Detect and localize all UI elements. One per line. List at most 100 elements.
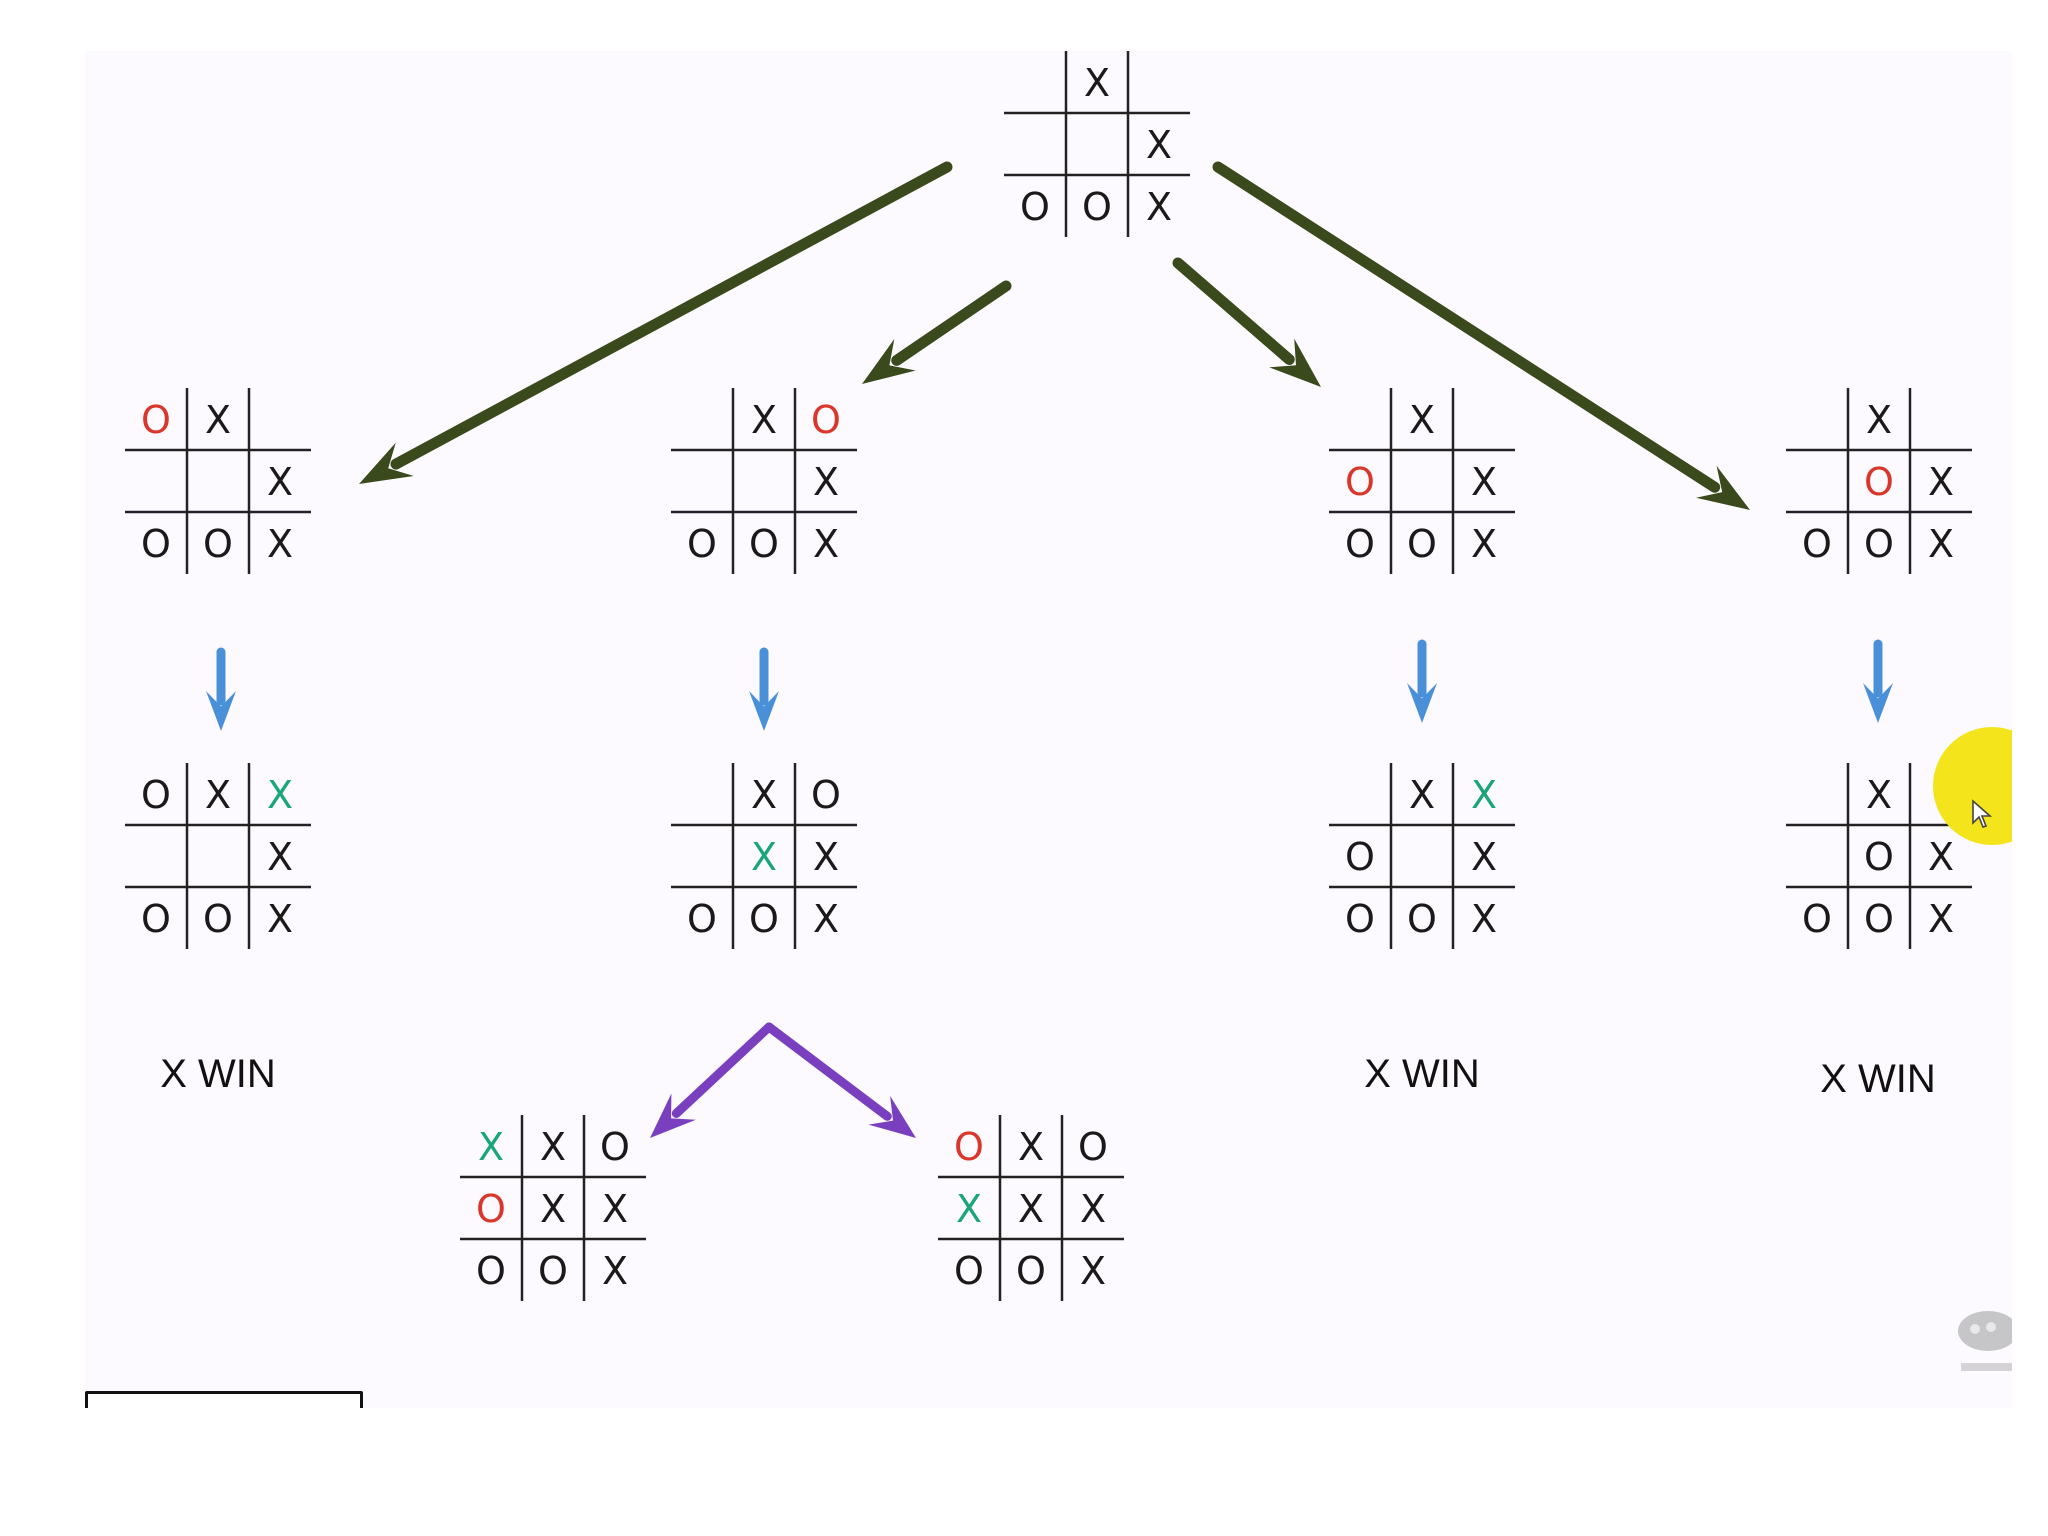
arrow-level1-a-to-level2-a xyxy=(206,647,236,731)
arrow-head xyxy=(1407,683,1437,723)
cell-mark: X xyxy=(813,460,839,504)
cell-mark: O xyxy=(749,897,779,941)
cell-mark: X xyxy=(1080,1187,1106,1231)
board-grid xyxy=(125,388,311,574)
cell-mark: X xyxy=(1928,897,1954,941)
cell-mark: X xyxy=(956,1187,982,1231)
board-grid xyxy=(1004,51,1190,237)
cell-mark: O xyxy=(476,1187,506,1231)
cell-mark: X xyxy=(813,835,839,879)
cell-mark: O xyxy=(1802,522,1832,566)
cell-mark: X xyxy=(751,835,777,879)
cell-mark: X xyxy=(1471,773,1497,817)
arrow-head xyxy=(359,442,414,484)
cell-mark: X xyxy=(1866,773,1892,817)
logo-watermark-icon xyxy=(1958,1311,2012,1371)
arrow-shaft xyxy=(390,161,953,470)
cell-mark: X xyxy=(205,773,231,817)
arrow-level2-b-to-level3-b xyxy=(764,1022,916,1138)
cell-mark: O xyxy=(1864,460,1894,504)
cell-mark: O xyxy=(141,522,171,566)
cell-mark: O xyxy=(1078,1125,1108,1169)
cell-mark: X xyxy=(1146,185,1172,229)
cell-mark: X xyxy=(267,522,293,566)
cell-mark: O xyxy=(203,522,233,566)
board-grid xyxy=(125,763,311,949)
arrow-level1-c-to-level2-c xyxy=(1407,639,1437,723)
cell-mark: X xyxy=(1928,460,1954,504)
cell-mark: O xyxy=(1345,897,1375,941)
arrow-head xyxy=(1863,683,1893,723)
cell-mark: O xyxy=(476,1249,506,1293)
cell-mark: X xyxy=(478,1125,504,1169)
cell-mark: X xyxy=(540,1187,566,1231)
board-grid xyxy=(938,1115,1124,1301)
arrow-shaft xyxy=(1172,257,1295,365)
cell-mark: O xyxy=(1020,185,1050,229)
cell-mark: X xyxy=(1471,835,1497,879)
cell-mark: X xyxy=(1018,1125,1044,1169)
arrow-head xyxy=(206,691,236,731)
arrow-head xyxy=(862,339,916,384)
win-label-level2-a: X WIN xyxy=(160,1052,276,1096)
cell-mark: X xyxy=(267,835,293,879)
cell-mark: O xyxy=(1345,522,1375,566)
cell-mark: X xyxy=(1080,1249,1106,1293)
arrow-root-to-level1-d xyxy=(1212,161,1750,510)
arrow-level2-b-to-level3-a xyxy=(650,1022,774,1138)
cell-mark: X xyxy=(1409,398,1435,442)
cell-mark: O xyxy=(954,1249,984,1293)
win-label-level3-a: X WIN xyxy=(495,1404,611,1408)
cell-mark: X xyxy=(1084,61,1110,105)
arrow-head xyxy=(1696,465,1750,510)
cell-mark: X xyxy=(267,460,293,504)
cell-mark: O xyxy=(1082,185,1112,229)
cell-mark: X xyxy=(205,398,231,442)
cell-mark: X xyxy=(751,398,777,442)
cell-mark: O xyxy=(1016,1249,1046,1293)
cell-mark: X xyxy=(1928,522,1954,566)
cell-mark: O xyxy=(1407,897,1437,941)
cell-mark: O xyxy=(1345,460,1375,504)
edges-layer xyxy=(206,161,1893,1138)
cell-mark: O xyxy=(203,897,233,941)
cell-mark: O xyxy=(1407,522,1437,566)
cell-mark: O xyxy=(538,1249,568,1293)
cell-mark: X xyxy=(813,897,839,941)
cell-mark: X xyxy=(751,773,777,817)
arrow-root-to-level1-b xyxy=(862,280,1012,384)
win-label-level2-d: X WIN xyxy=(1820,1057,1936,1101)
cell-mark: X xyxy=(1471,522,1497,566)
cell-mark: O xyxy=(141,897,171,941)
arrow-shaft xyxy=(764,1022,892,1121)
cell-mark: O xyxy=(749,522,779,566)
cell-mark: O xyxy=(687,897,717,941)
arrow-level1-b-to-level2-b xyxy=(749,647,779,731)
cell-mark: X xyxy=(267,773,293,817)
cell-mark: O xyxy=(811,773,841,817)
cell-mark: O xyxy=(1864,835,1894,879)
board-grid xyxy=(1786,763,1972,949)
cell-mark: X xyxy=(1928,835,1954,879)
win-label-level2-c: X WIN xyxy=(1364,1052,1480,1096)
cell-mark: X xyxy=(1866,398,1892,442)
arrow-head xyxy=(650,1093,696,1138)
arrow-root-to-level1-c xyxy=(1172,257,1321,387)
win-label-level3-b: X WIN xyxy=(973,1404,1089,1408)
arrow-shaft xyxy=(1212,161,1721,493)
cell-mark: O xyxy=(141,398,171,442)
cell-mark: O xyxy=(1345,835,1375,879)
